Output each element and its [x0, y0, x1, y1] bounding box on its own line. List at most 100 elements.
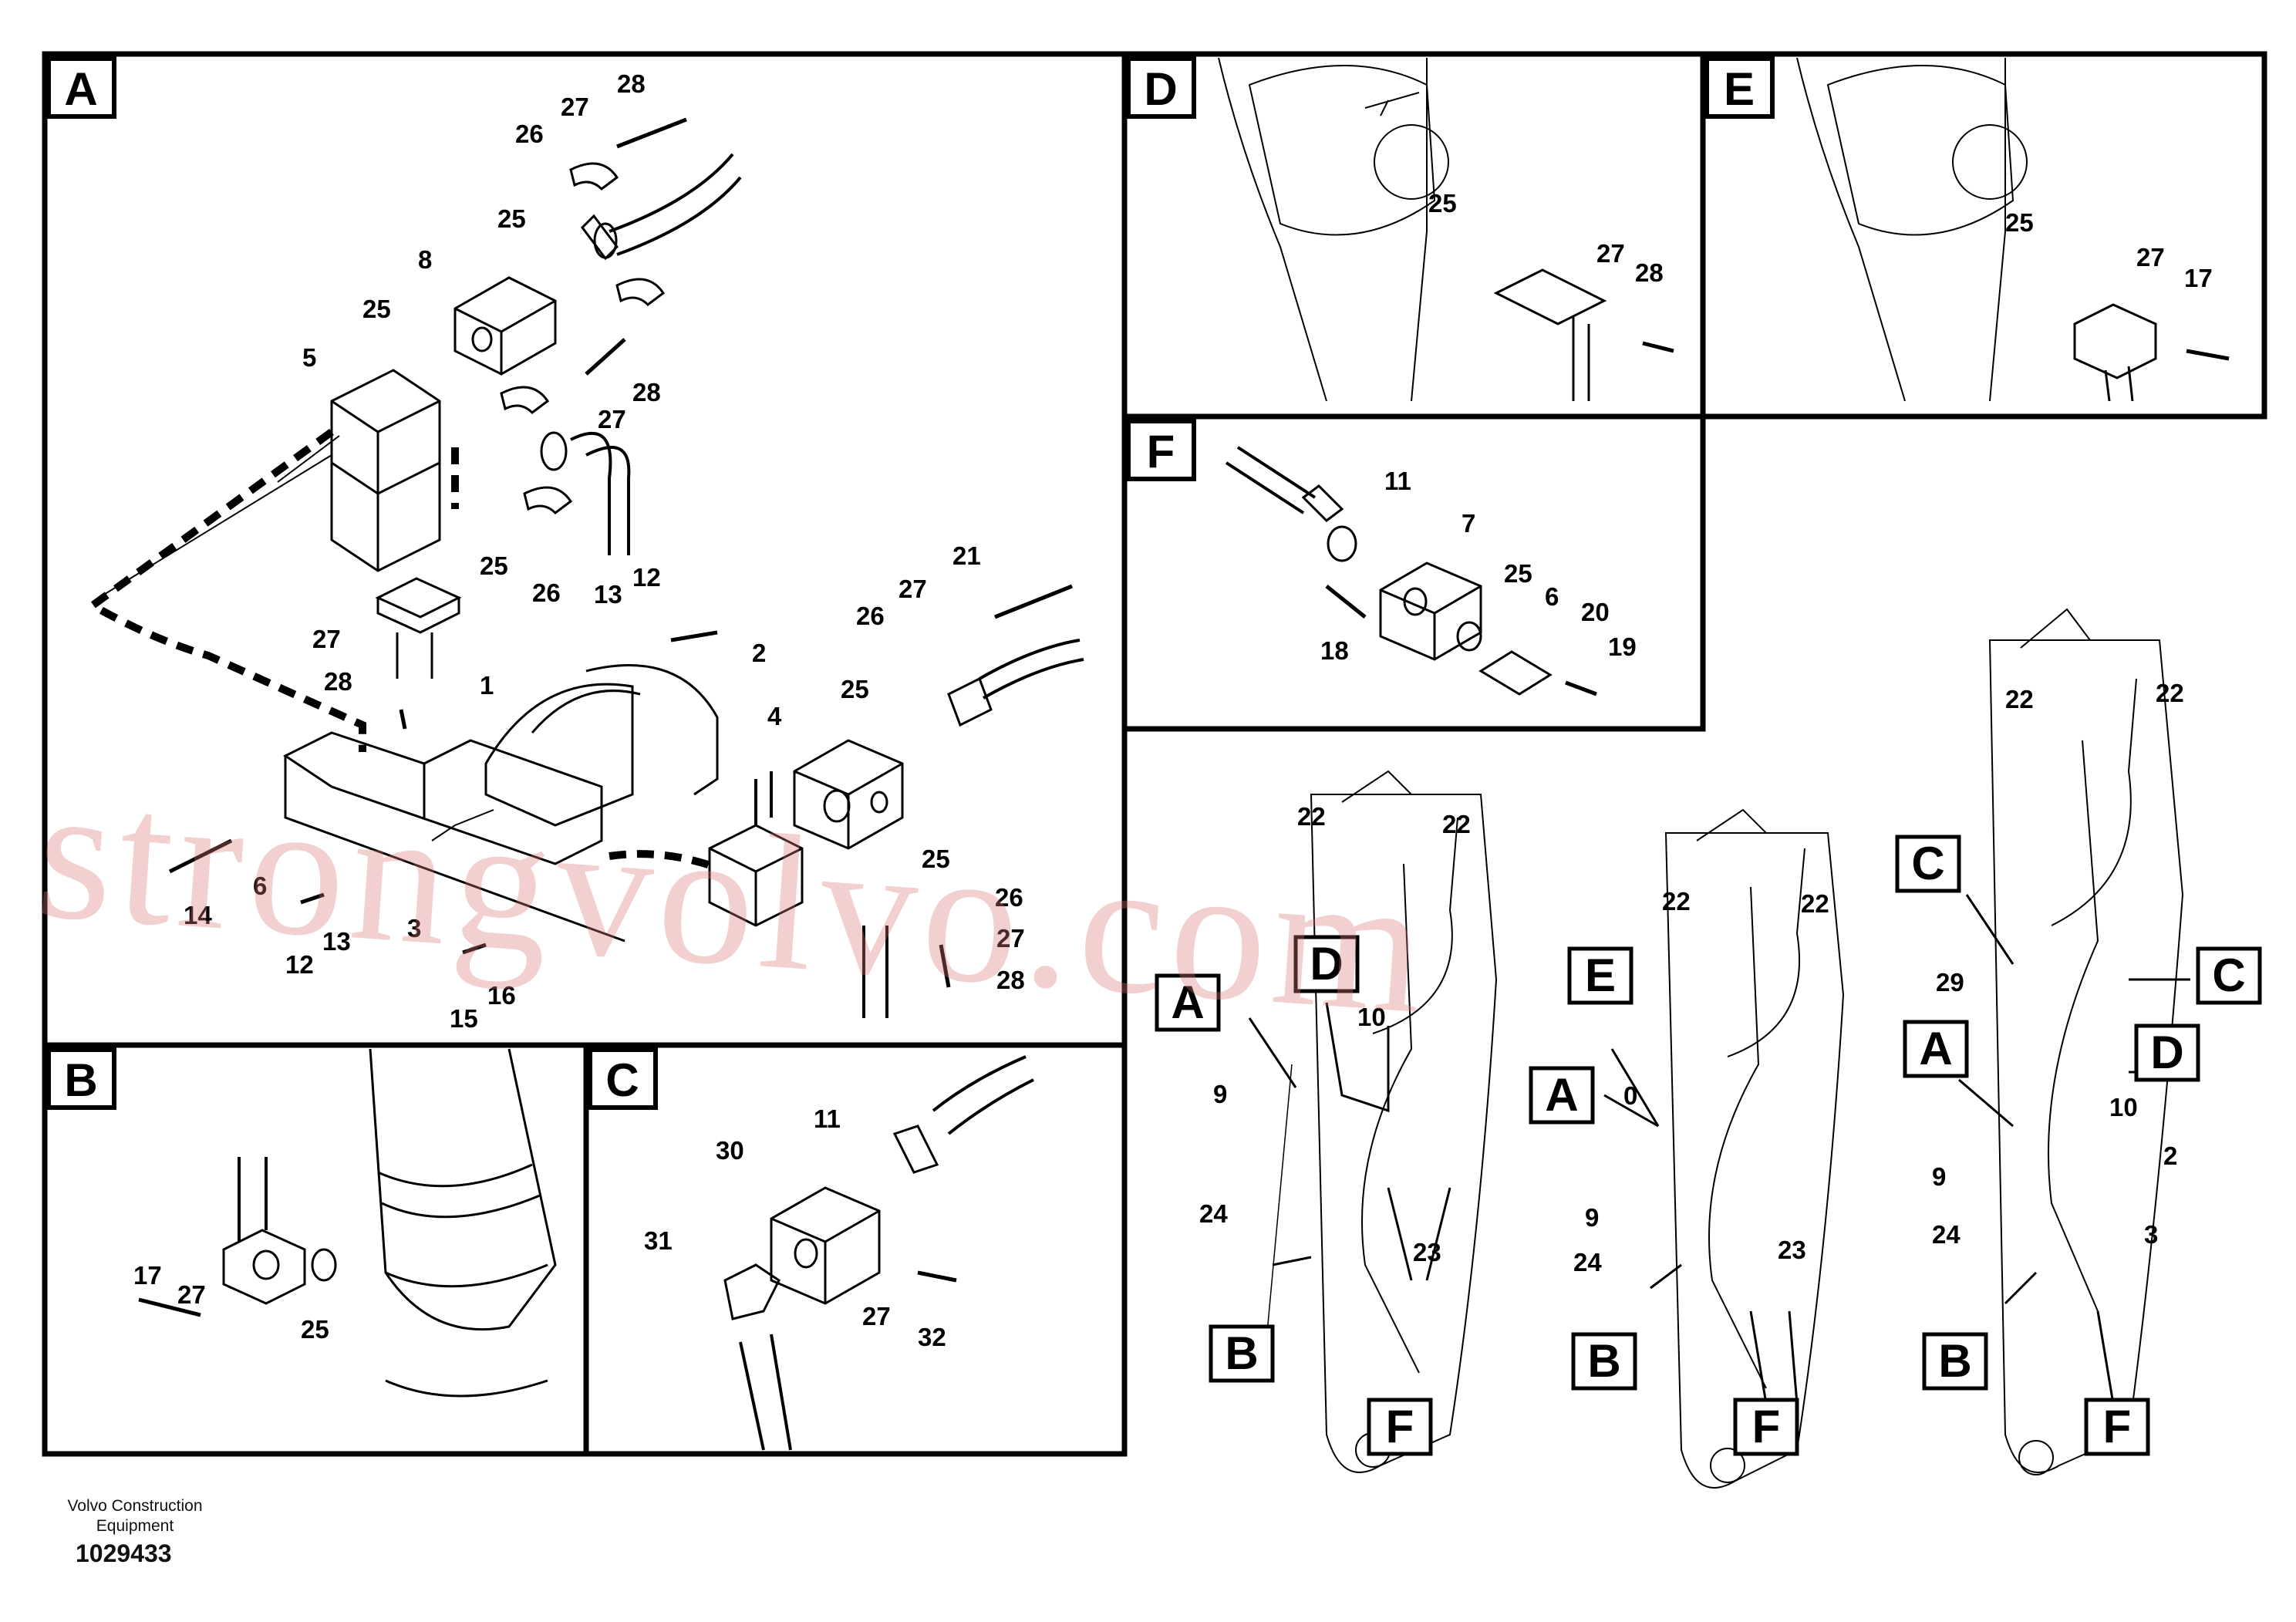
- callout: 17: [2184, 264, 2213, 292]
- panel-letter-b: B: [64, 1054, 97, 1106]
- panel-d-drawing: [1218, 57, 1674, 402]
- callout: 12: [285, 950, 314, 979]
- callout: 6: [253, 872, 267, 900]
- callout: 22: [1662, 887, 1691, 916]
- callout: 1: [480, 671, 494, 700]
- panel-letter-c: C: [605, 1054, 639, 1106]
- overview-label-a2: A: [1545, 1069, 1578, 1121]
- callout: 26: [532, 578, 561, 607]
- callout: 28: [617, 69, 646, 98]
- callout: 2: [752, 639, 766, 667]
- overview-label-b1: B: [1225, 1327, 1258, 1379]
- callout: 16: [487, 981, 516, 1010]
- callout: 25: [922, 845, 950, 873]
- callout: 27: [2136, 243, 2165, 271]
- callout: 7: [1462, 509, 1475, 538]
- overview-label-f3: F: [2103, 1401, 2132, 1452]
- callout: 8: [418, 245, 432, 274]
- panel-letter-f: F: [1147, 426, 1175, 477]
- callout: 26: [995, 883, 1023, 912]
- callout: 25: [1428, 189, 1457, 218]
- panel-frame-f: [1121, 413, 1706, 732]
- callout: 25: [841, 675, 869, 703]
- callout: 27: [996, 924, 1025, 953]
- callout: 23: [1778, 1236, 1806, 1264]
- callout: 25: [301, 1315, 329, 1344]
- callout: 27: [899, 575, 927, 603]
- callout: 3: [407, 914, 421, 943]
- panel-letter-boxes: A B C D E F: [46, 56, 1775, 1110]
- overview-label-f2: F: [1752, 1401, 1781, 1452]
- overview-label-e: E: [1585, 949, 1616, 1001]
- panel-c-drawing: [723, 1055, 1034, 1451]
- callout: 22: [1801, 889, 1829, 918]
- panel-letter-d: D: [1144, 63, 1177, 115]
- panel-a-drawing: [85, 117, 1084, 1018]
- overview-labels: A D B F E A B F C C A D B F: [1155, 835, 2262, 1456]
- callout: 25: [497, 204, 526, 233]
- panel-e-drawing: [1796, 57, 2230, 402]
- callout: 2: [2163, 1141, 2177, 1170]
- callout: 27: [598, 405, 626, 433]
- callout: 22: [1442, 810, 1471, 838]
- callout: 29: [1936, 968, 1964, 996]
- callout: 28: [632, 378, 661, 406]
- callout: 27: [312, 625, 341, 653]
- panel-f-drawing: [1225, 446, 1597, 696]
- callout: 14: [184, 901, 212, 929]
- callout: 9: [1585, 1203, 1599, 1232]
- callout: 12: [632, 563, 661, 592]
- panel-frame-de: [1121, 51, 2267, 420]
- callout: 24: [1199, 1199, 1228, 1228]
- callout: 22: [2005, 685, 2034, 713]
- callout: 24: [1932, 1220, 1961, 1249]
- footer-brand: Volvo Construction Equipment: [67, 1497, 203, 1535]
- overview-label-d2: D: [2150, 1027, 2183, 1078]
- callout: 5: [302, 343, 316, 372]
- overview-label-d1: D: [1310, 938, 1343, 990]
- callout: 27: [561, 93, 589, 121]
- callout: 32: [918, 1323, 946, 1351]
- callouts: 28 27 26 25 8 25 5 28 27 25 26 12 13 21 …: [133, 69, 2213, 1351]
- callout: 25: [480, 551, 508, 580]
- callout: 18: [1320, 636, 1349, 665]
- callout: 25: [2005, 208, 2034, 237]
- panel-letter-e: E: [1724, 63, 1755, 115]
- overview-label-c2: C: [2212, 949, 2245, 1001]
- callout: 21: [952, 541, 981, 570]
- callout: 25: [1504, 559, 1532, 588]
- callout: 11: [1384, 467, 1411, 495]
- callout: 27: [1596, 239, 1625, 268]
- callout: 31: [644, 1226, 673, 1255]
- callout: 10: [2109, 1093, 2138, 1121]
- panel-b-drawing: [138, 1048, 557, 1398]
- footer-doc-number: 1029433: [76, 1539, 172, 1567]
- overview-label-a1: A: [1171, 976, 1204, 1028]
- callout: 28: [1635, 258, 1664, 287]
- callout: 20: [1581, 598, 1610, 626]
- callout: 26: [515, 120, 544, 148]
- panel-letter-a: A: [64, 63, 97, 115]
- callout: 10: [1357, 1003, 1386, 1031]
- callout: 3: [2144, 1220, 2158, 1249]
- overview-label-a3: A: [1919, 1023, 1952, 1074]
- callout: 28: [324, 667, 352, 696]
- callout: 22: [2156, 679, 2184, 707]
- callout: 13: [322, 927, 351, 956]
- callout: 24: [1573, 1248, 1602, 1276]
- callout: 27: [862, 1302, 891, 1330]
- callout: 4: [767, 702, 782, 730]
- callout: 11: [814, 1104, 841, 1133]
- callout: 22: [1297, 802, 1326, 831]
- callout: 9: [1932, 1162, 1946, 1191]
- callout: 30: [716, 1136, 744, 1165]
- overview-label-f1: F: [1386, 1401, 1414, 1452]
- overview-drawing: [1248, 608, 2190, 1489]
- callout: 6: [1545, 582, 1559, 611]
- overview-label-c1: C: [1911, 838, 1944, 889]
- callout: 28: [996, 966, 1025, 994]
- callout: 15: [450, 1004, 478, 1033]
- callout: 26: [856, 602, 885, 630]
- callout: 19: [1608, 632, 1637, 661]
